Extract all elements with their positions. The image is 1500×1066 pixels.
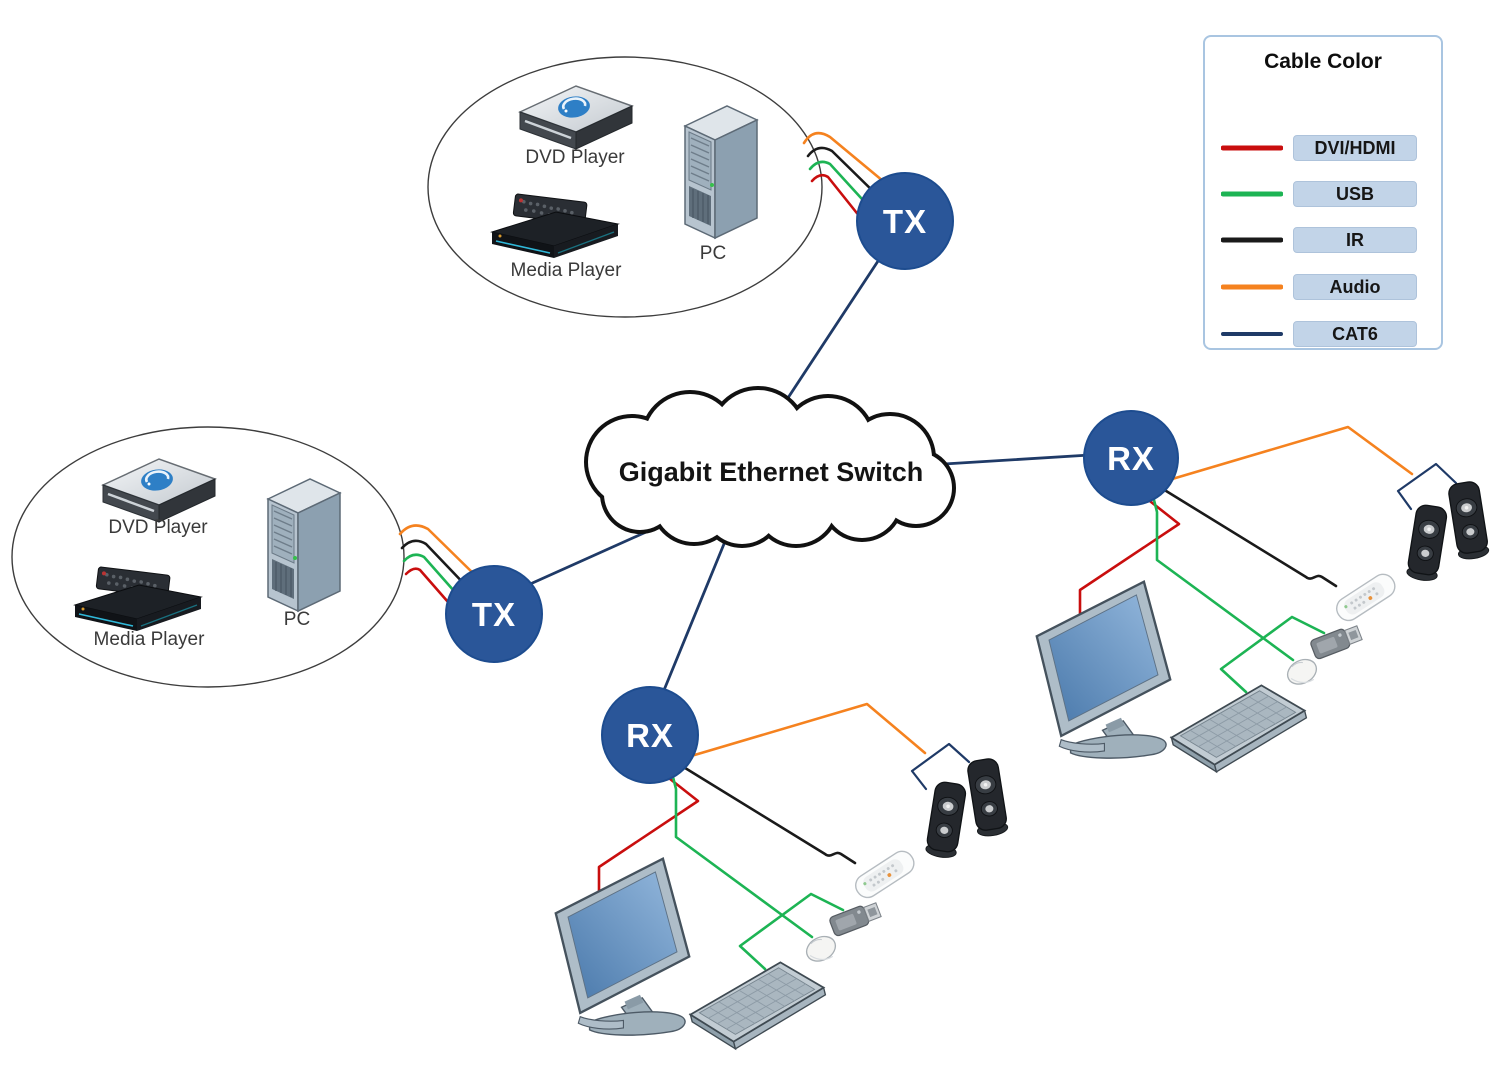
cable-dvi-left-bundle: [404, 567, 457, 612]
media-player-label: Media Player: [511, 260, 623, 281]
source-group-top: DVD Player Media Player PC: [427, 56, 823, 318]
legend-row-usb: USB: [1221, 181, 1429, 207]
tx-circle: [445, 565, 543, 663]
cable-speaker-wire-right: [1396, 462, 1458, 511]
cable-audio-right-speakers: [1160, 425, 1414, 484]
dvi-hdmi-swatch-icon: [1221, 145, 1283, 151]
monitor-icon: [554, 857, 691, 1037]
cable-dvi-bottom-monitor: [597, 773, 700, 901]
source-group-left-ellipse: [11, 426, 405, 688]
node-rx-right: RX: [1083, 410, 1179, 506]
cable-usb-left-bundle: [402, 553, 464, 602]
cable-ir-right-remote: [1156, 484, 1338, 588]
cable-audio-bottom-speakers: [679, 702, 927, 761]
source-group-top-ellipse: [427, 56, 823, 318]
audio-swatch-icon: [1221, 284, 1283, 290]
legend-row-ir: IR: [1221, 227, 1429, 253]
cloud-label: Gigabit Ethernet Switch: [619, 457, 924, 487]
cable-usb-bottom-mouse: [669, 767, 814, 939]
cable-dvi-right-monitor: [1078, 496, 1181, 624]
mouse-icon: [801, 931, 841, 967]
endpoint-group-right: [1035, 479, 1491, 773]
cable-audio-left-bundle: [398, 524, 480, 580]
legend-label-audio: Audio: [1293, 274, 1417, 300]
cable-usb-right-keyboard-dongle: [1219, 615, 1326, 694]
rx-label: RX: [626, 717, 674, 754]
legend-label-dvi-hdmi: DVI/HDMI: [1293, 135, 1417, 161]
cable-cat6-rxbottom-cloud: [660, 520, 735, 697]
speakers-icon: [1405, 479, 1491, 584]
pc-label: PC: [284, 609, 310, 630]
rx-label: RX: [1107, 440, 1155, 477]
pc-tower-icon: [267, 478, 341, 612]
cable-dvi-top-bundle: [810, 173, 866, 224]
ir-swatch-icon: [1221, 237, 1283, 243]
mouse-icon: [1282, 654, 1322, 690]
cables: [398, 131, 1458, 971]
pc-tower-icon: [684, 105, 758, 239]
legend-row-dvi-hdmi: DVI/HDMI: [1221, 135, 1429, 161]
usb-swatch-icon: [1221, 191, 1283, 197]
legend-title: Cable Color: [1264, 50, 1382, 73]
legend-label-usb: USB: [1293, 181, 1417, 207]
cable-usb-top-bundle: [808, 160, 874, 212]
legend-label-cat6: CAT6: [1293, 321, 1417, 347]
dvd-player-label: DVD Player: [525, 147, 625, 168]
cable-usb-bottom-keyboard-dongle: [738, 892, 845, 971]
source-group-left: DVD Player Media Player PC: [11, 426, 405, 688]
rx-circle: [1083, 410, 1179, 506]
node-tx-top: TX: [856, 172, 954, 270]
pc-label: PC: [700, 243, 726, 264]
keyboard-icon: [689, 961, 827, 1050]
cable-cat6-txleft-cloud: [526, 526, 657, 587]
legend-row-audio: Audio: [1221, 274, 1429, 300]
cable-color-legend: Cable Color DVI/HDMI USB IR Audio CAT6: [1203, 35, 1443, 350]
remote-icon: [1331, 569, 1400, 626]
node-tx-left: TX: [445, 565, 543, 663]
rx-circle: [601, 686, 699, 784]
tx-circle: [856, 172, 954, 270]
cable-usb-right-mouse: [1150, 490, 1295, 662]
cable-ir-left-bundle: [400, 539, 472, 592]
cable-speaker-wire-bottom: [910, 742, 971, 791]
remote-icon: [850, 846, 919, 903]
legend-label-ir: IR: [1293, 227, 1417, 253]
gigabit-ethernet-switch-cloud: Gigabit Ethernet Switch: [588, 390, 952, 544]
keyboard-icon: [1170, 684, 1308, 773]
tx-label: TX: [472, 596, 516, 633]
media-player-label: Media Player: [94, 629, 206, 650]
cat6-swatch-icon: [1221, 332, 1283, 336]
cable-ir-top-bundle: [806, 146, 882, 200]
node-rx-bottom: RX: [601, 686, 699, 784]
cable-ir-bottom-remote: [675, 761, 857, 865]
speakers-icon: [924, 756, 1010, 861]
cable-audio-top-bundle: [802, 131, 891, 188]
tx-label: TX: [883, 203, 927, 240]
legend-row-cat6: CAT6: [1221, 321, 1429, 347]
cable-cat6-rxright-cloud: [942, 453, 1092, 466]
endpoint-group-bottom: [554, 756, 1010, 1050]
monitor-icon: [1035, 580, 1172, 760]
dvd-player-label: DVD Player: [108, 517, 208, 538]
cable-cat6-txtop-cloud: [778, 253, 884, 412]
